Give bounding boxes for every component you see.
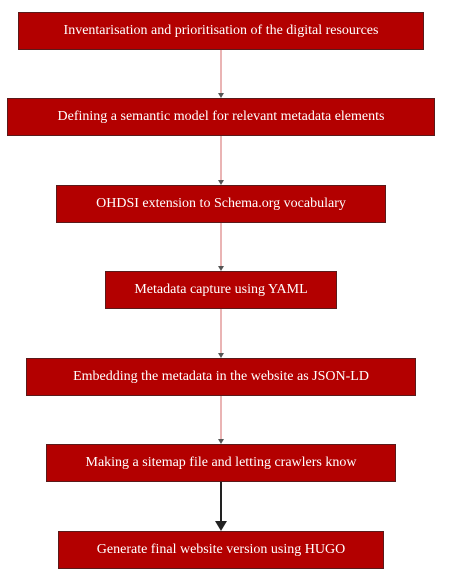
step-5-label: Embedding the metadata in the website as… [73,369,369,384]
step-2-box: Defining a semantic model for relevant m… [7,98,435,136]
step-7-label: Generate final website version using HUG… [96,542,346,557]
step-6-box: Making a sitemap file and letting crawle… [46,444,396,482]
arrowhead-4 [218,353,224,358]
step-7-box: Generate final website version using HUG… [58,531,384,569]
arrowhead-1 [218,93,224,98]
step-6-label: Making a sitemap file and letting crawle… [85,455,357,470]
step-5-box: Embedding the metadata in the website as… [26,358,416,396]
step-1-box: Inventarisation and prioritisation of th… [18,12,424,50]
step-4-label: Metadata capture using YAML [134,282,308,297]
step-1-label: Inventarisation and prioritisation of th… [63,23,379,38]
arrowhead-2 [218,180,224,185]
step-3-box: OHDSI extension to Schema.org vocabulary [56,185,386,223]
step-2-label: Defining a semantic model for relevant m… [57,109,385,124]
arrowhead-3 [218,266,224,271]
arrowhead-6 [215,521,227,531]
step-3-label: OHDSI extension to Schema.org vocabulary [96,196,346,211]
arrowhead-5 [218,439,224,444]
step-4-box: Metadata capture using YAML [105,271,337,309]
